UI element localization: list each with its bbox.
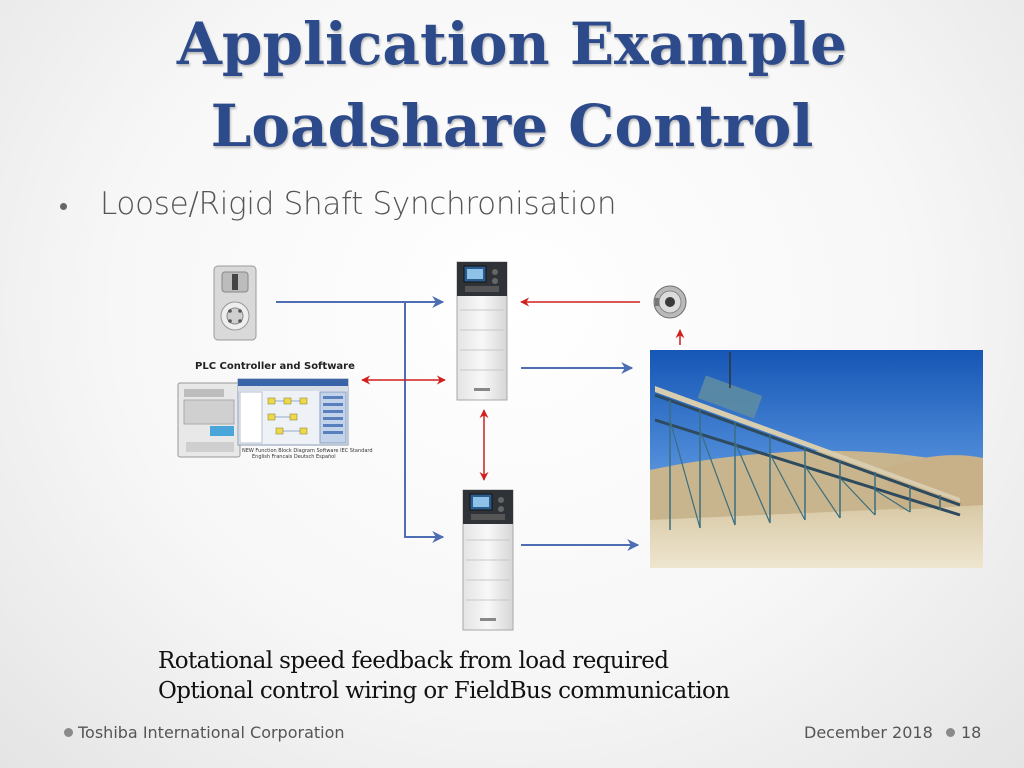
variable-speed-drive-1-icon	[456, 261, 508, 401]
conveyor-load-photo	[650, 350, 983, 568]
plc-label: PLC Controller and Software	[195, 361, 355, 372]
rotary-encoder-icon	[653, 285, 687, 319]
slide-title-line2: Loadshare Control	[210, 92, 814, 160]
footer-company: Toshiba International Corporation	[78, 723, 345, 742]
footer-date: December 2018	[804, 723, 933, 742]
page-number: 18	[961, 723, 982, 742]
supply-to-drive2-arrow	[404, 302, 445, 543]
plc-screen-caption-1: NEW Function Block Diagram Software IEC …	[242, 448, 373, 454]
slide-title-line1: Application Example	[176, 10, 848, 78]
caption-line2: Optional control wiring or FieldBus comm…	[158, 678, 730, 704]
bullet-text: Loose/Rigid Shaft Synchronisation	[100, 186, 617, 222]
isolator-switch-icon	[213, 265, 257, 341]
plc-controller-icon	[177, 382, 241, 458]
plc-screen-caption-2: English Francais Deutsch Español	[252, 454, 336, 460]
variable-speed-drive-2-icon	[462, 489, 514, 631]
footer-dot-right	[946, 728, 955, 737]
caption-line1: Rotational speed feedback from load requ…	[158, 648, 669, 674]
footer-dot-left	[64, 728, 73, 737]
plc-software-screenshot: NEW Function Block Diagram Software IEC …	[237, 378, 373, 460]
bullet-dot	[60, 203, 67, 210]
